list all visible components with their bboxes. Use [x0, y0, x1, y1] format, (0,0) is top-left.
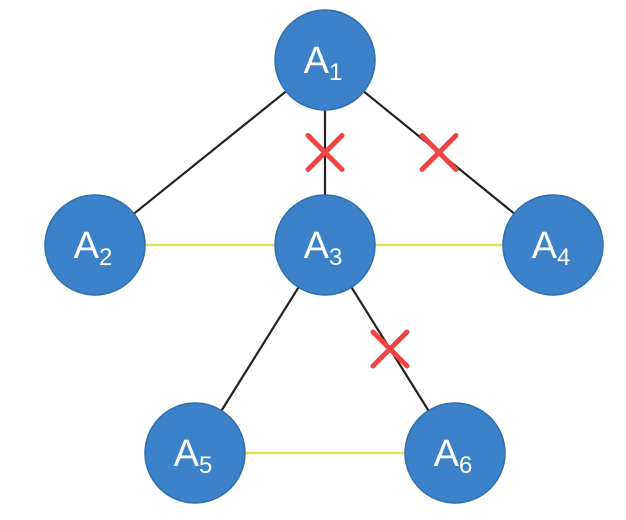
- cut-mark-a1-a4: [419, 133, 459, 172]
- node-subscript: 4: [557, 244, 570, 271]
- node-circle: [404, 402, 506, 504]
- node-label: A3: [304, 225, 343, 271]
- cut-stroke: [370, 329, 410, 369]
- node-letter: A: [74, 225, 100, 267]
- node-a5: A5: [144, 402, 246, 504]
- cut-marks-layer: [305, 133, 459, 369]
- node-letter: A: [174, 433, 200, 475]
- cut-mark-a3-a6: [370, 329, 410, 369]
- node-letter: A: [532, 225, 558, 267]
- node-letter: A: [304, 225, 330, 267]
- node-label: A1: [304, 40, 343, 86]
- node-circle: [144, 402, 246, 504]
- node-letter: A: [304, 40, 330, 82]
- node-circle: [44, 194, 146, 296]
- node-a2: A2: [44, 194, 146, 296]
- node-circle: [502, 194, 604, 296]
- cut-mark-a1-a3: [305, 133, 345, 172]
- node-circle: [274, 9, 376, 111]
- node-a1: A1: [274, 9, 376, 111]
- node-subscript: 6: [459, 452, 472, 479]
- node-label: A2: [74, 225, 113, 271]
- node-label: A4: [532, 225, 571, 271]
- node-a4: A4: [502, 194, 604, 296]
- node-a6: A6: [404, 402, 506, 504]
- node-subscript: 2: [99, 244, 112, 271]
- node-subscript: 3: [329, 244, 342, 271]
- node-circle: [274, 194, 376, 296]
- node-a3: A3: [274, 194, 376, 296]
- node-subscript: 5: [199, 452, 212, 479]
- cut-stroke: [419, 133, 459, 172]
- cut-stroke: [305, 133, 345, 172]
- node-subscript: 1: [329, 59, 342, 86]
- node-label: A5: [174, 433, 213, 479]
- node-label: A6: [434, 433, 473, 479]
- node-letter: A: [434, 433, 460, 475]
